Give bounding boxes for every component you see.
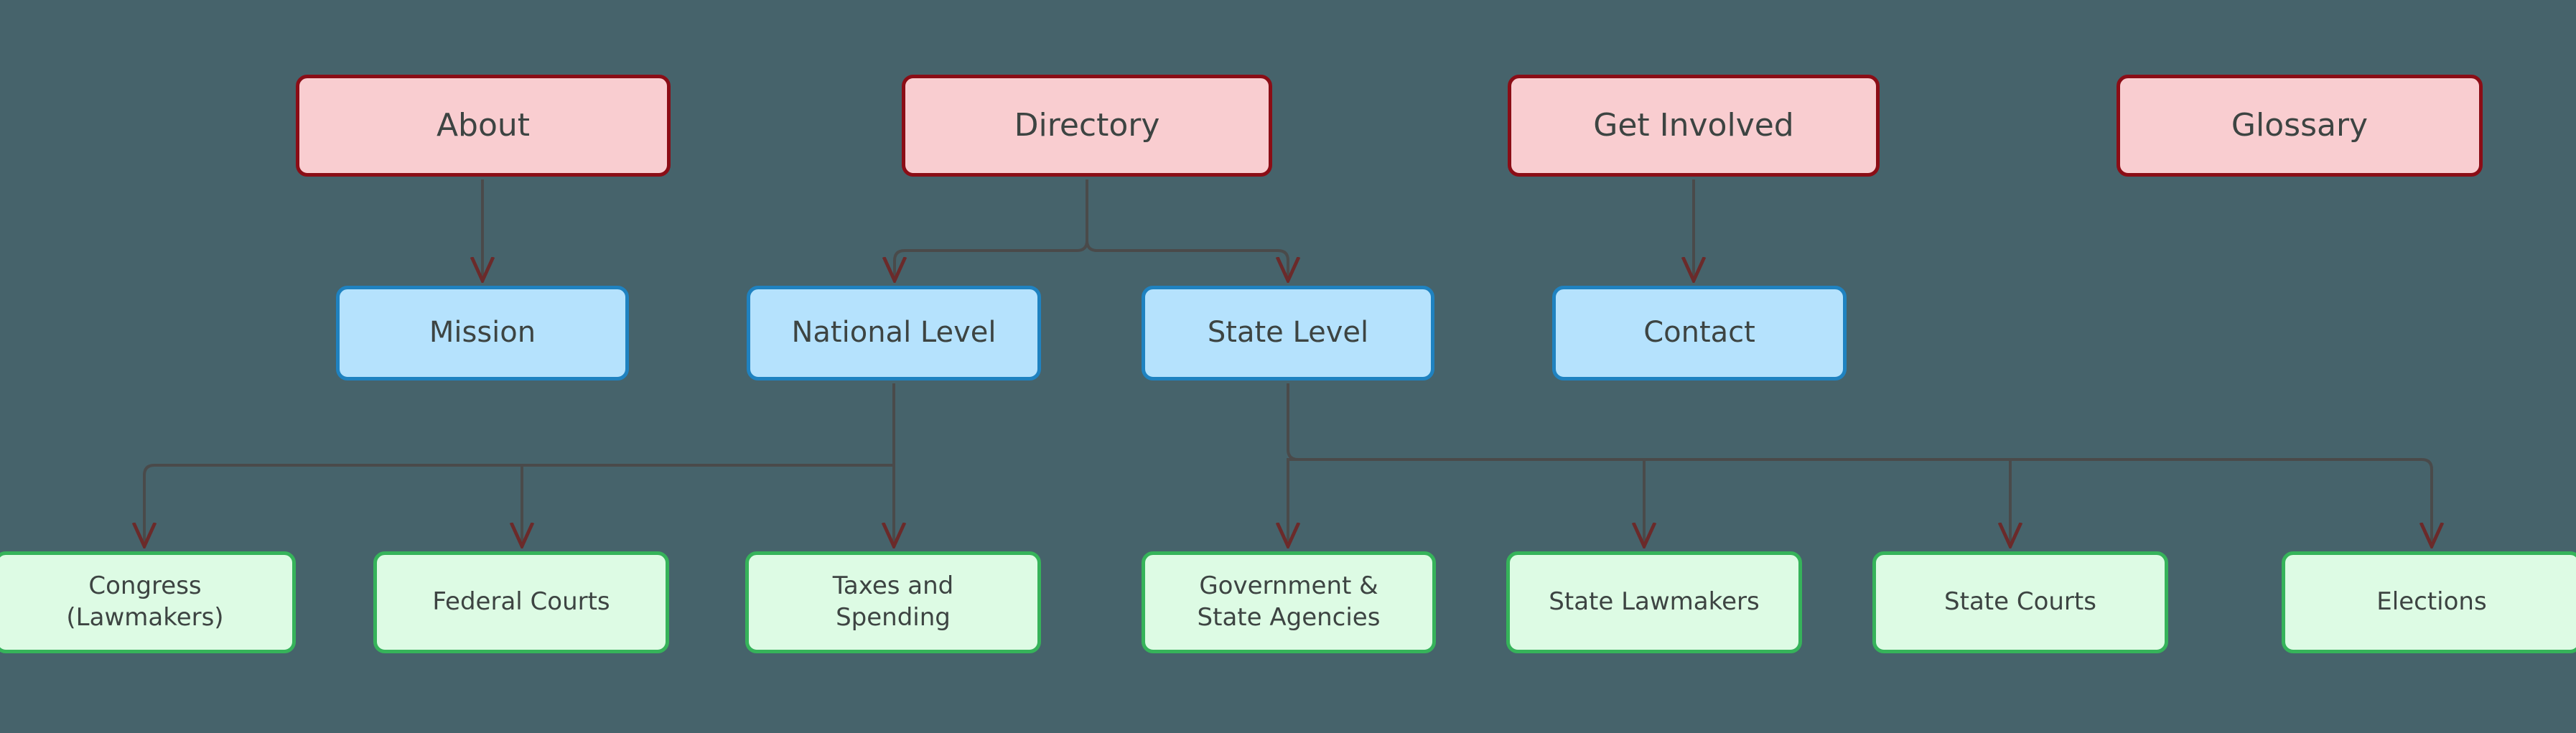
node-elections[interactable]: Elections: [2282, 551, 2576, 653]
edge-directory-to-national-level: [895, 179, 1088, 279]
node-state-lawmakers[interactable]: State Lawmakers: [1506, 551, 1802, 653]
node-state-level-label: State Level: [1207, 316, 1369, 350]
node-state-courts-label: State Courts: [1944, 587, 2096, 617]
node-glossary-label: Glossary: [2231, 106, 2369, 144]
edge-state-level-to-elections: [2422, 458, 2432, 544]
node-get-involved[interactable]: Get Involved: [1508, 75, 1880, 177]
node-state-courts[interactable]: State Courts: [1872, 551, 2168, 653]
node-federal-courts-label: Federal Courts: [432, 587, 610, 617]
node-state-level[interactable]: State Level: [1142, 286, 1434, 380]
edge-directory-to-state-level: [1086, 179, 1288, 279]
node-congress-label: Congress (Lawmakers): [66, 571, 224, 632]
node-gov-agencies-label: Government & State Agencies: [1197, 571, 1381, 632]
node-contact[interactable]: Contact: [1552, 286, 1847, 380]
edge-national-level-to-congress: [144, 464, 894, 544]
node-state-lawmakers-label: State Lawmakers: [1549, 587, 1760, 617]
node-federal-courts[interactable]: Federal Courts: [373, 551, 669, 653]
node-about-label: About: [436, 106, 531, 144]
node-about[interactable]: About: [296, 75, 671, 177]
node-national-level[interactable]: National Level: [747, 286, 1041, 380]
node-congress[interactable]: Congress (Lawmakers): [0, 551, 296, 653]
edge-state-level-to-gov-agencies: [1288, 383, 1298, 544]
node-taxes-spending-label: Taxes and Spending: [832, 571, 954, 632]
node-national-level-label: National Level: [791, 316, 997, 350]
node-elections-label: Elections: [2376, 587, 2487, 617]
node-directory[interactable]: Directory: [902, 75, 1272, 177]
node-mission-label: Mission: [429, 316, 536, 350]
node-directory-label: Directory: [1014, 106, 1160, 144]
node-taxes-spending[interactable]: Taxes and Spending: [745, 551, 1041, 653]
node-gov-agencies[interactable]: Government & State Agencies: [1142, 551, 1436, 653]
node-glossary[interactable]: Glossary: [2117, 75, 2483, 177]
node-mission[interactable]: Mission: [336, 286, 629, 380]
node-contact-label: Contact: [1643, 316, 1755, 350]
node-get-involved-label: Get Involved: [1593, 106, 1794, 144]
